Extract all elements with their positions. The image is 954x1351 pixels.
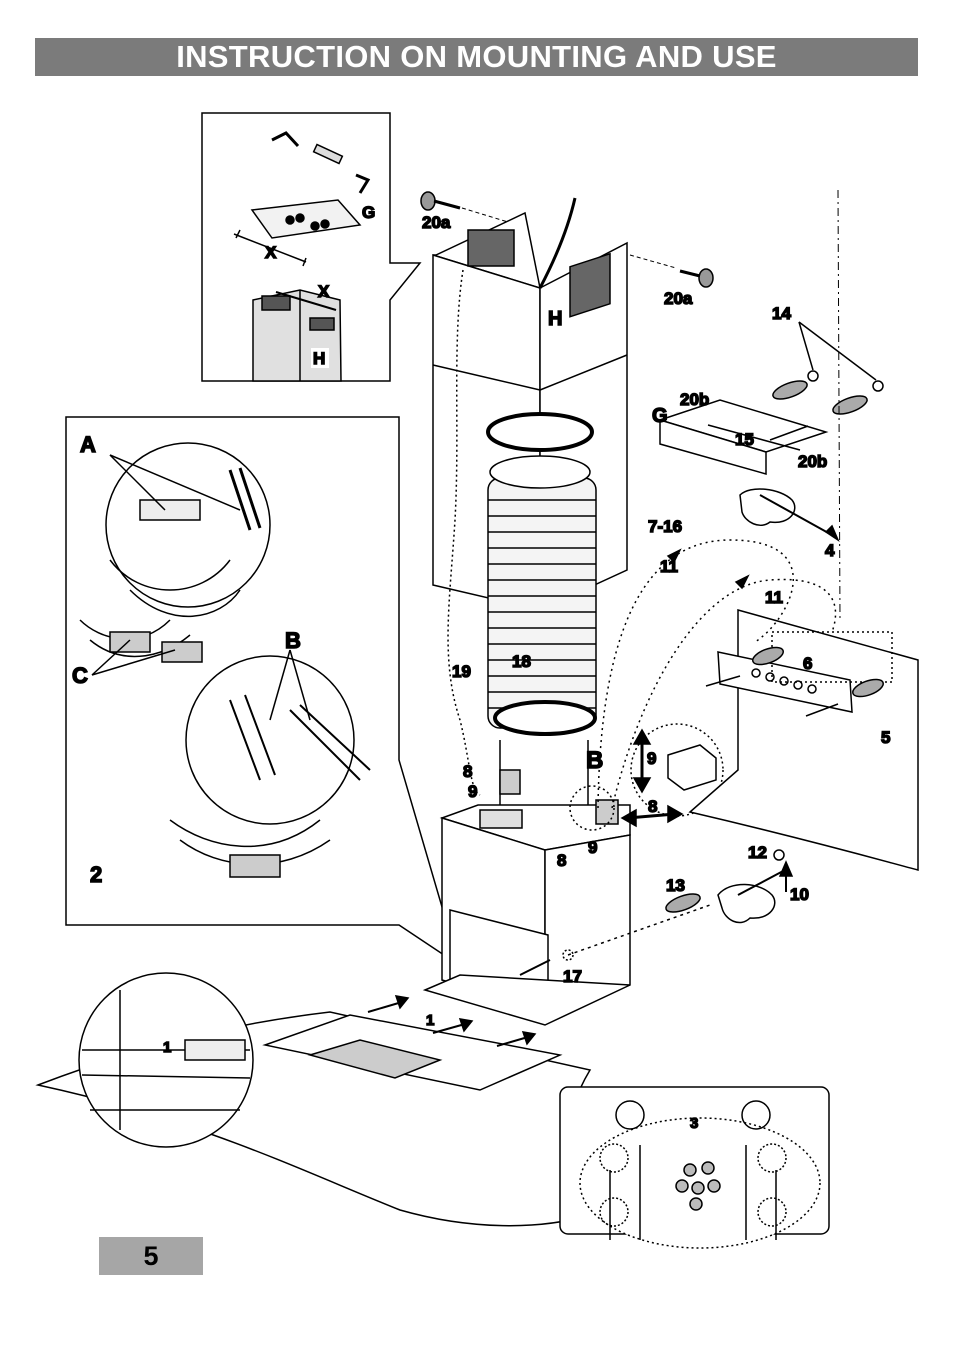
zoom-detail-1 (78, 972, 254, 1148)
label-5: 5 (881, 728, 890, 747)
page-title: INSTRUCTION ON MOUNTING AND USE (35, 38, 918, 76)
label-C: C (72, 663, 88, 688)
label-20b-bottom: 20b (798, 452, 827, 471)
label-3: 3 (690, 1115, 698, 1132)
inset-screw-detail (559, 1086, 830, 1249)
label-14: 14 (772, 304, 791, 323)
label-9-detail: 9 (647, 749, 656, 768)
label-1-detail: 1 (163, 1039, 171, 1056)
label-20a-right: 20a (664, 289, 693, 308)
label-19: 19 (452, 662, 471, 681)
page-number: 5 (99, 1237, 203, 1275)
label-B-main: B (586, 747, 603, 774)
label-8-a: 8 (463, 762, 472, 781)
label-17: 17 (563, 967, 582, 986)
hand-marking-wall-bottom (717, 849, 794, 924)
screw-20a-left (420, 191, 509, 223)
wall-plate (688, 609, 919, 871)
label-9-b: 9 (588, 838, 597, 857)
motor-housing (422, 804, 631, 1026)
label-H-inset: H (313, 349, 325, 368)
wall-plug-13 (665, 893, 701, 913)
label-11-a: 11 (660, 557, 678, 576)
label-G-main: G (652, 405, 668, 427)
inset-wiring-detail (65, 416, 461, 967)
label-G-inset: G (362, 203, 375, 222)
label-8-b: 8 (557, 851, 566, 870)
label-B-wiring: B (285, 628, 301, 653)
label-7-16: 7-16 (648, 517, 682, 536)
label-6: 6 (803, 654, 812, 673)
label-9-a: 9 (468, 782, 477, 801)
label-4: 4 (825, 541, 835, 560)
label-H: H (548, 308, 562, 330)
flexible-duct (486, 412, 597, 826)
label-12: 12 (748, 843, 767, 862)
label-15: 15 (735, 430, 754, 449)
clip-brackets (499, 769, 619, 831)
screw-20a-right (629, 254, 714, 288)
label-13: 13 (666, 876, 685, 895)
label-20a-left: 20a (422, 213, 451, 232)
wall-bracket-G (657, 370, 884, 475)
label-8-detail: 8 (648, 797, 657, 816)
label-A: A (80, 432, 96, 457)
inset-bracket-detail (201, 112, 422, 382)
label-20b-top: 20b (680, 390, 709, 409)
label-X-inset-bottom: X (318, 282, 330, 301)
label-1-main: 1 (426, 1012, 434, 1029)
clip-detail (620, 723, 724, 828)
label-X-inset-top: X (265, 243, 277, 262)
label-10: 10 (790, 885, 809, 904)
hand-marking-wall-top (739, 488, 840, 543)
label-18: 18 (512, 652, 531, 671)
label-11-b: 11 (765, 588, 783, 607)
label-2: 2 (90, 862, 102, 887)
